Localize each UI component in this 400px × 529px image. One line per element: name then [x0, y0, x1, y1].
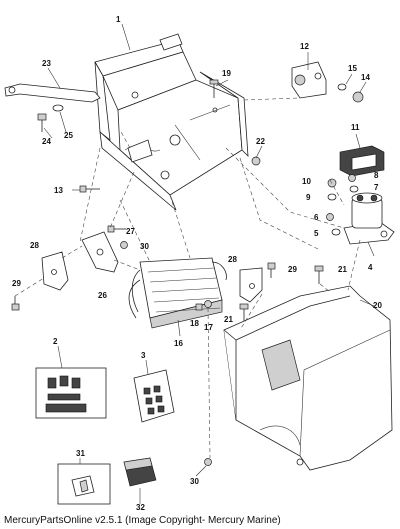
- callout-30-lower[interactable]: 30: [190, 477, 199, 486]
- part-20-electrical-box-cover[interactable]: [223, 285, 393, 471]
- callout-29-right[interactable]: 29: [288, 265, 297, 274]
- part-13-screw[interactable]: [79, 185, 100, 193]
- part-15-washer[interactable]: [337, 83, 347, 91]
- part-28-clip-right[interactable]: [239, 267, 263, 303]
- callout-17[interactable]: 17: [204, 323, 213, 332]
- part-28-clip-left[interactable]: [41, 251, 69, 291]
- part-24-screw[interactable]: [37, 113, 47, 132]
- part-17-nut[interactable]: [204, 300, 212, 308]
- part-3-connector-block[interactable]: [133, 369, 175, 423]
- part-31-fuse-box-frame: [57, 463, 111, 505]
- callout-2[interactable]: 2: [53, 337, 58, 346]
- part-29-screw-right[interactable]: [267, 262, 276, 278]
- callout-27[interactable]: 27: [126, 227, 135, 236]
- part-22-nut[interactable]: [251, 156, 261, 166]
- callout-5[interactable]: 5: [314, 229, 319, 238]
- callout-31[interactable]: 31: [76, 449, 85, 458]
- part-5-washer[interactable]: [331, 228, 341, 236]
- part-11-terminal-cover[interactable]: [339, 145, 385, 177]
- callout-21-right[interactable]: 21: [338, 265, 347, 274]
- callout-21-left[interactable]: 21: [224, 315, 233, 324]
- part-32-relay-socket[interactable]: [123, 457, 157, 487]
- callout-30-upper[interactable]: 30: [140, 242, 149, 251]
- part-26-bracket[interactable]: [81, 231, 119, 273]
- callout-20[interactable]: 20: [373, 301, 382, 310]
- part-29-screw-left[interactable]: [11, 296, 20, 311]
- part-23-support-arm[interactable]: [4, 83, 101, 103]
- leader-lines: [14, 23, 375, 504]
- callout-18[interactable]: 18: [190, 319, 199, 328]
- part-4-solenoid-relay[interactable]: [343, 192, 395, 245]
- callout-9[interactable]: 9: [306, 193, 311, 202]
- callout-8[interactable]: 8: [374, 171, 379, 180]
- callout-25[interactable]: 25: [64, 131, 73, 140]
- callout-1[interactable]: 1: [116, 15, 121, 24]
- callout-32[interactable]: 32: [136, 503, 145, 512]
- callout-14[interactable]: 14: [361, 73, 370, 82]
- part-8-nut[interactable]: [348, 174, 356, 182]
- callout-13[interactable]: 13: [54, 186, 63, 195]
- callout-6[interactable]: 6: [314, 213, 319, 222]
- callout-12[interactable]: 12: [300, 42, 309, 51]
- callout-11[interactable]: 11: [351, 123, 360, 132]
- callout-15[interactable]: 15: [348, 64, 357, 73]
- callout-24[interactable]: 24: [42, 137, 51, 146]
- callout-3[interactable]: 3: [141, 351, 146, 360]
- callout-7[interactable]: 7: [374, 183, 379, 192]
- callout-labels: 1 2 3 4 5 6 7 8 9 10 11 12 13 14 15 16 1…: [12, 15, 382, 512]
- part-1-mounting-bracket[interactable]: [94, 33, 249, 211]
- callout-4[interactable]: 4: [368, 263, 373, 272]
- part-9-washer[interactable]: [327, 193, 337, 201]
- callout-22[interactable]: 22: [256, 137, 265, 146]
- part-12-relay-bracket[interactable]: [291, 61, 327, 99]
- part-6-nut[interactable]: [326, 213, 334, 221]
- callout-26[interactable]: 26: [98, 291, 107, 300]
- callout-29-left[interactable]: 29: [12, 279, 21, 288]
- part-2-decal-set[interactable]: [35, 367, 107, 419]
- callout-16[interactable]: 16: [174, 339, 183, 348]
- callout-10[interactable]: 10: [302, 177, 311, 186]
- part-14-nut[interactable]: [352, 91, 364, 103]
- copyright-footer: MercuryPartsOnline v2.5.1 (Image Copyrig…: [4, 515, 281, 526]
- part-30-nut-upper[interactable]: [120, 241, 128, 249]
- callout-19[interactable]: 19: [222, 69, 231, 78]
- part-31-fuse[interactable]: [71, 475, 95, 497]
- callout-28-left[interactable]: 28: [30, 241, 39, 250]
- part-21-screw-right[interactable]: [314, 265, 324, 284]
- part-19-screw[interactable]: [209, 79, 219, 98]
- part-7-washer[interactable]: [349, 185, 359, 193]
- callout-28-right[interactable]: 28: [228, 255, 237, 264]
- callout-23[interactable]: 23: [42, 59, 51, 68]
- part-30-nut-lower[interactable]: [204, 458, 212, 466]
- part-18-screw[interactable]: [195, 303, 203, 311]
- part-16-electronic-module[interactable]: [128, 257, 227, 329]
- part-25-washer[interactable]: [52, 104, 64, 112]
